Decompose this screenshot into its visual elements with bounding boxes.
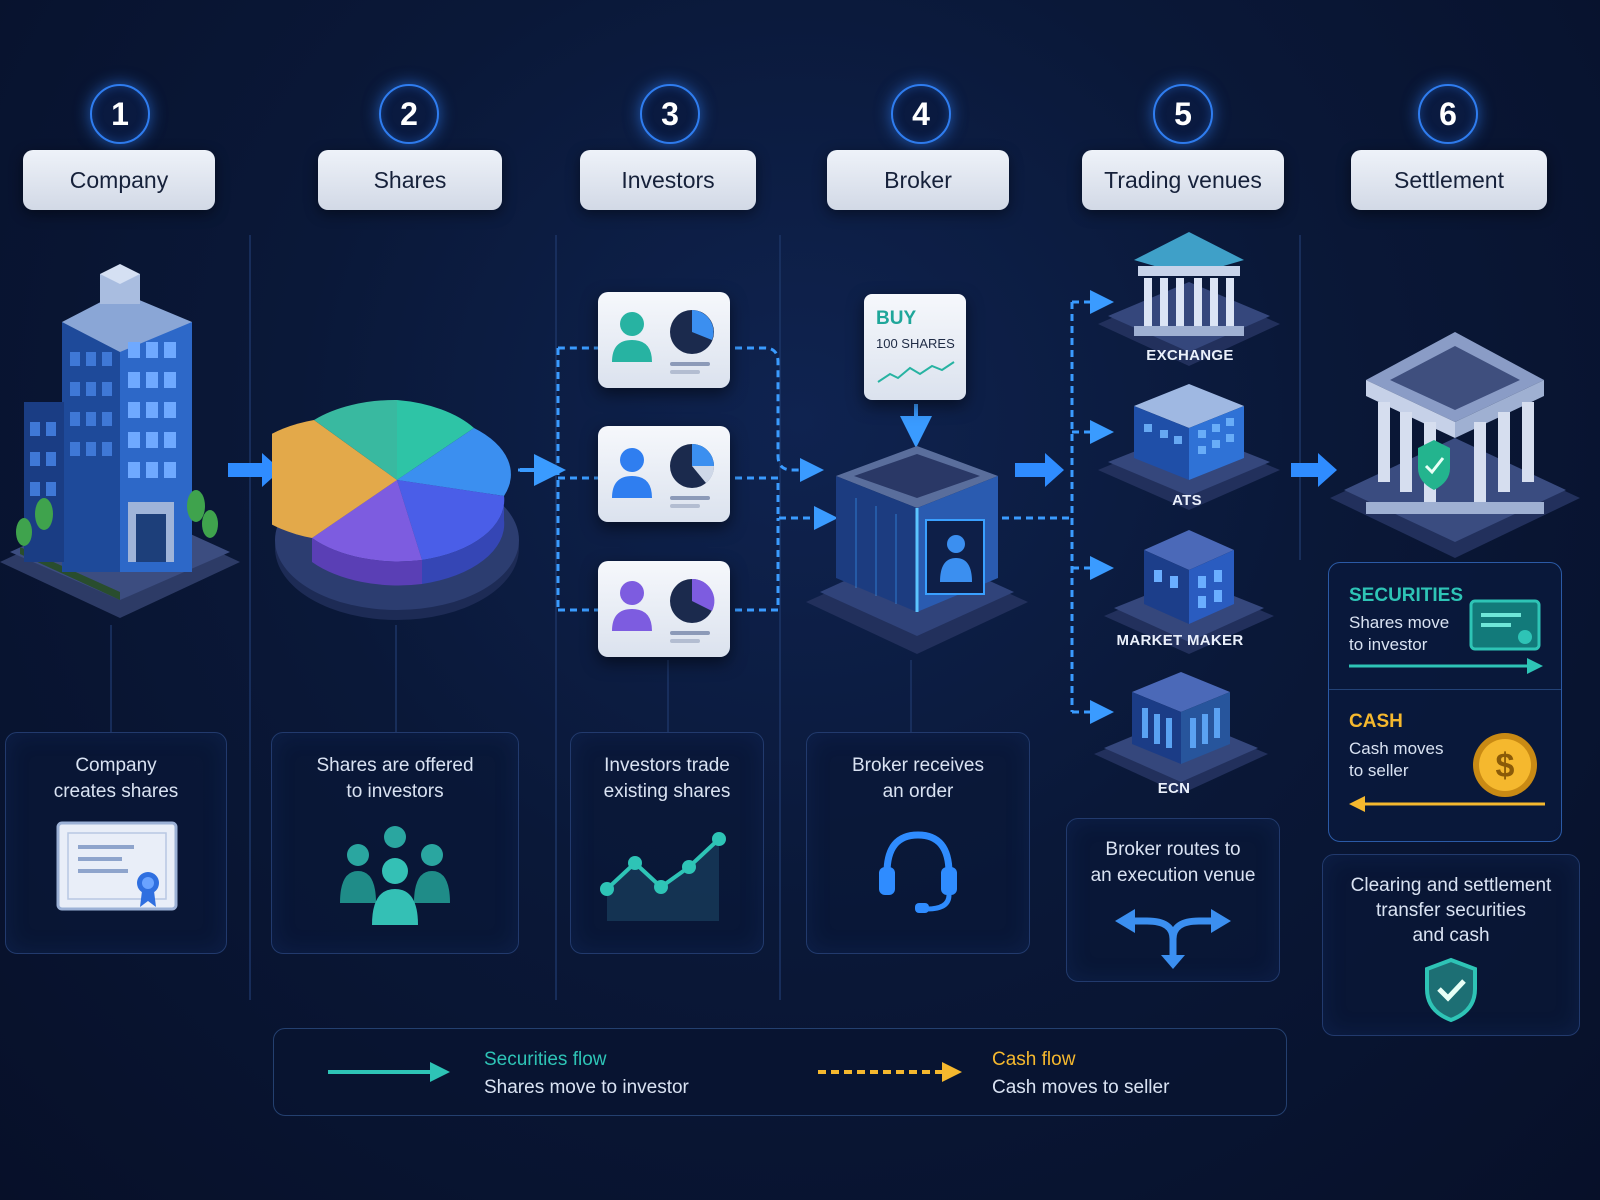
desc-line1: Clearing and settlement (1350, 875, 1552, 896)
desc-card-venues: Broker routes to an execution venue (1066, 818, 1280, 982)
stem-lines (110, 235, 1301, 1000)
cash-line2: to seller (1349, 761, 1409, 780)
order-action: BUY (876, 308, 917, 329)
stage-number-4: 4 (891, 84, 951, 144)
desc-line2: an execution venue (1090, 865, 1256, 886)
desc-card-investors: Investors trade existing shares (570, 732, 764, 954)
securities-certificate-icon (1469, 599, 1541, 651)
certificate-icon (56, 821, 178, 911)
stage-number-2: 2 (379, 84, 439, 144)
ats-building-icon (1098, 384, 1280, 510)
desc-line3: and cash (1412, 925, 1490, 946)
desc-card-company: Company creates shares (5, 732, 227, 954)
venue-label-market-maker: MARKET MAKER (1116, 632, 1244, 649)
stage-label-company: Company (23, 150, 215, 210)
investor-card-purple (598, 561, 730, 657)
stage-number-5: 5 (1153, 84, 1213, 144)
settlement-flows-panel: SECURITIES Shares move to investor CASH … (1328, 562, 1562, 842)
stage-label-settlement: Settlement (1351, 150, 1547, 210)
arrow-venues-settlement (1291, 453, 1337, 487)
trend-line-icon (877, 361, 955, 383)
desc-line2: an order (882, 781, 954, 802)
desc-line2: creates shares (53, 781, 179, 802)
stage-number-3: 3 (640, 84, 700, 144)
desc-card-broker: Broker receives an order (806, 732, 1030, 954)
desc-line1: Broker receives (852, 755, 984, 776)
dollar-coin-icon: $ (1473, 733, 1537, 797)
securities-line2: to investor (1349, 635, 1428, 654)
securities-flow-arrow (328, 1062, 450, 1082)
stage-label-broker: Broker (827, 150, 1009, 210)
desc-card-settlement: Clearing and settlement transfer securit… (1322, 854, 1580, 1036)
securities-arrow (1349, 658, 1543, 674)
flow-legend: Securities flow Shares move to investor … (273, 1028, 1287, 1116)
exchange-building-icon (1098, 232, 1280, 366)
order-quantity: 100 SHARES (876, 336, 955, 351)
stage-label-trading-venues: Trading venues (1082, 150, 1284, 210)
arrow-broker-venues (1015, 453, 1064, 487)
cash-line1: Cash moves (1349, 739, 1444, 758)
investor-card-blue (598, 426, 730, 522)
desc-line2: to investors (346, 781, 444, 802)
desc-line1: Shares are offered (316, 755, 474, 776)
investor-icon (620, 312, 644, 336)
securities-line1: Shares move (1349, 613, 1450, 632)
pie-chart-icon (272, 399, 519, 620)
headset-icon (879, 831, 957, 913)
shield-icon (1418, 440, 1450, 490)
desc-line2: transfer securities (1376, 900, 1526, 921)
stage-label-shares: Shares (318, 150, 502, 210)
securities-title: SECURITIES (1349, 585, 1464, 606)
arrow-company-shares (228, 453, 281, 487)
broker-terminal-icon (806, 446, 1028, 654)
stage-label-investors: Investors (580, 150, 756, 210)
desc-line1: Broker routes to (1105, 839, 1241, 860)
group-icon (340, 826, 450, 925)
office-building-icon (0, 264, 240, 618)
venue-routes (990, 290, 1114, 724)
cash-flow-arrow (818, 1062, 962, 1082)
venue-label-ecn: ECN (1157, 780, 1191, 797)
cash-title: CASH (1349, 711, 1403, 732)
desc-card-shares: Shares are offered to investors (271, 732, 519, 954)
venue-label-ats: ATS (1172, 492, 1202, 509)
investor-icon (620, 448, 644, 472)
split-arrows-icon (1115, 909, 1231, 969)
legend-cash-title: Cash flow (992, 1049, 1076, 1070)
investor-icon (620, 581, 644, 605)
svg-text:$: $ (1496, 747, 1515, 785)
stage-number-6: 6 (1418, 84, 1478, 144)
legend-securities-desc: Shares move to investor (484, 1077, 689, 1098)
shield-check-icon (1425, 957, 1477, 1023)
investor-card-teal (598, 292, 730, 388)
desc-line1: Investors trade (604, 755, 730, 776)
stage-number-1: 1 (90, 84, 150, 144)
legend-cash-desc: Cash moves to seller (992, 1077, 1170, 1098)
stage-arrows (228, 453, 1337, 487)
market-maker-building-icon (1104, 530, 1274, 654)
clearing-house-icon (1330, 332, 1580, 558)
cash-arrow (1349, 796, 1545, 812)
buy-order-card: BUY 100 SHARES (864, 294, 966, 400)
desc-line1: Company (75, 755, 157, 776)
line-chart-icon (600, 832, 726, 921)
ecn-building-icon (1094, 672, 1268, 794)
legend-securities-title: Securities flow (484, 1049, 607, 1070)
desc-line2: existing shares (603, 781, 731, 802)
venue-label-exchange: EXCHANGE (1146, 347, 1234, 364)
